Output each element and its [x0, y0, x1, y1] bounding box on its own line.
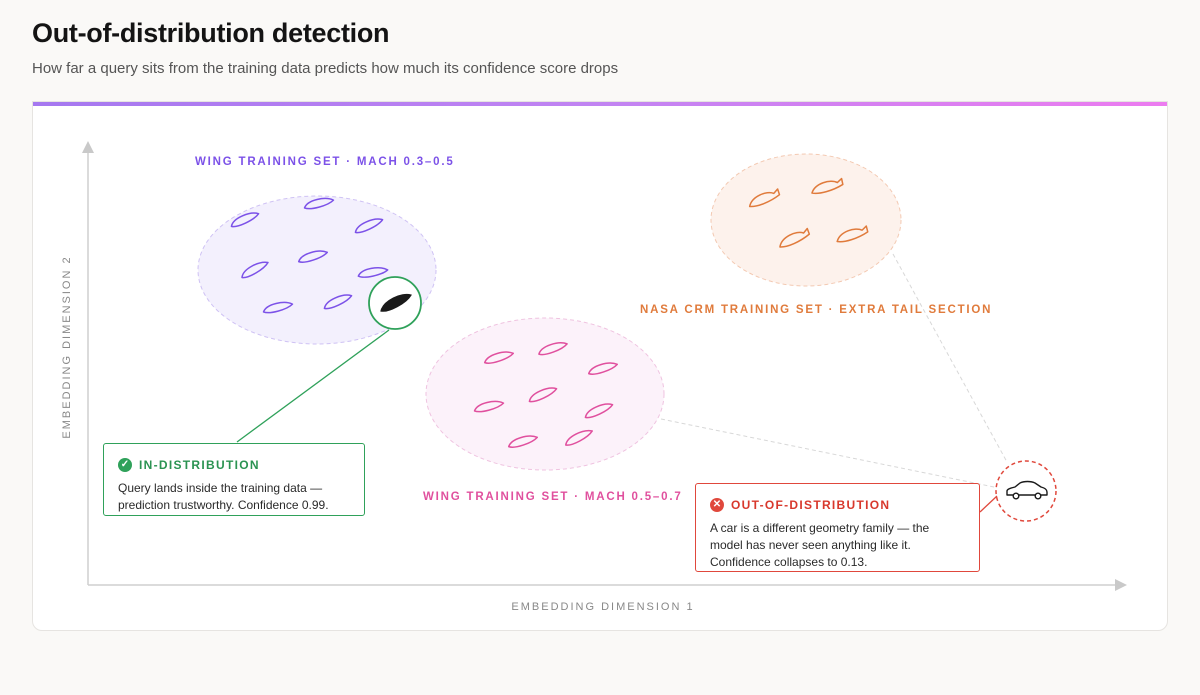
wing-airfoil-icon [473, 342, 619, 448]
car-icon [1006, 480, 1048, 500]
x-circle-icon: ✕ [710, 498, 724, 512]
check-circle-icon: ✓ [118, 458, 132, 472]
distance-line-nasa-crm [892, 253, 1008, 463]
callout-text-line: A car is a different geometry family — t… [710, 521, 930, 535]
page-title: Out-of-distribution detection [32, 18, 390, 48]
aircraft-tail-icon [748, 177, 869, 248]
callout-text-line: Confidence collapses to 0.13. [710, 555, 868, 569]
diagram-panel: EMBEDDING DIMENSION 1 EMBEDDING DIMENSIO… [32, 101, 1168, 631]
in-distribution-connector [236, 329, 390, 443]
in-distribution-body: Query lands inside the training data — p… [118, 480, 350, 514]
out-of-distribution-title: OUT-OF-DISTRIBUTION [731, 498, 891, 512]
cluster-nasa-crm-region [710, 153, 902, 287]
accent-bar [33, 102, 1167, 106]
cluster-wing-high-region [425, 317, 665, 471]
callout-text-line: model has never seen anything like it. [710, 538, 911, 552]
embedding-diagram: EMBEDDING DIMENSION 1 EMBEDDING DIMENSIO… [61, 141, 1127, 613]
wing-airfoil-icon [380, 293, 412, 312]
in-distribution-title: IN-DISTRIBUTION [139, 458, 260, 472]
cluster-nasa-crm-label: NASA CRM TRAINING SET · EXTRA TAIL SECTI… [640, 304, 992, 316]
x-axis-label: EMBEDDING DIMENSION 1 [511, 601, 694, 613]
out-of-distribution-body: A car is a different geometry family — t… [710, 520, 965, 571]
in-distribution-callout: ✓ IN-DISTRIBUTION Query lands inside the… [103, 443, 365, 516]
callout-text-line: Query lands inside the training data — [118, 481, 323, 495]
callout-text-line: prediction trustworthy. Confidence 0.99. [118, 498, 329, 512]
distance-line-wing-high [660, 418, 1000, 489]
wing-airfoil-icon [230, 197, 389, 314]
out-of-distribution-query-marker [995, 460, 1057, 522]
cluster-wing-high-label: WING TRAINING SET · MACH 0.5–0.7 [423, 491, 683, 503]
out-of-distribution-connector [979, 495, 998, 513]
cluster-wing-low-label: WING TRAINING SET · MACH 0.3–0.5 [195, 156, 455, 168]
page-subtitle: How far a query sits from the training d… [32, 60, 619, 77]
out-of-distribution-callout: ✕ OUT-OF-DISTRIBUTION A car is a differe… [695, 483, 980, 572]
y-axis-label: EMBEDDING DIMENSION 2 [61, 255, 73, 438]
